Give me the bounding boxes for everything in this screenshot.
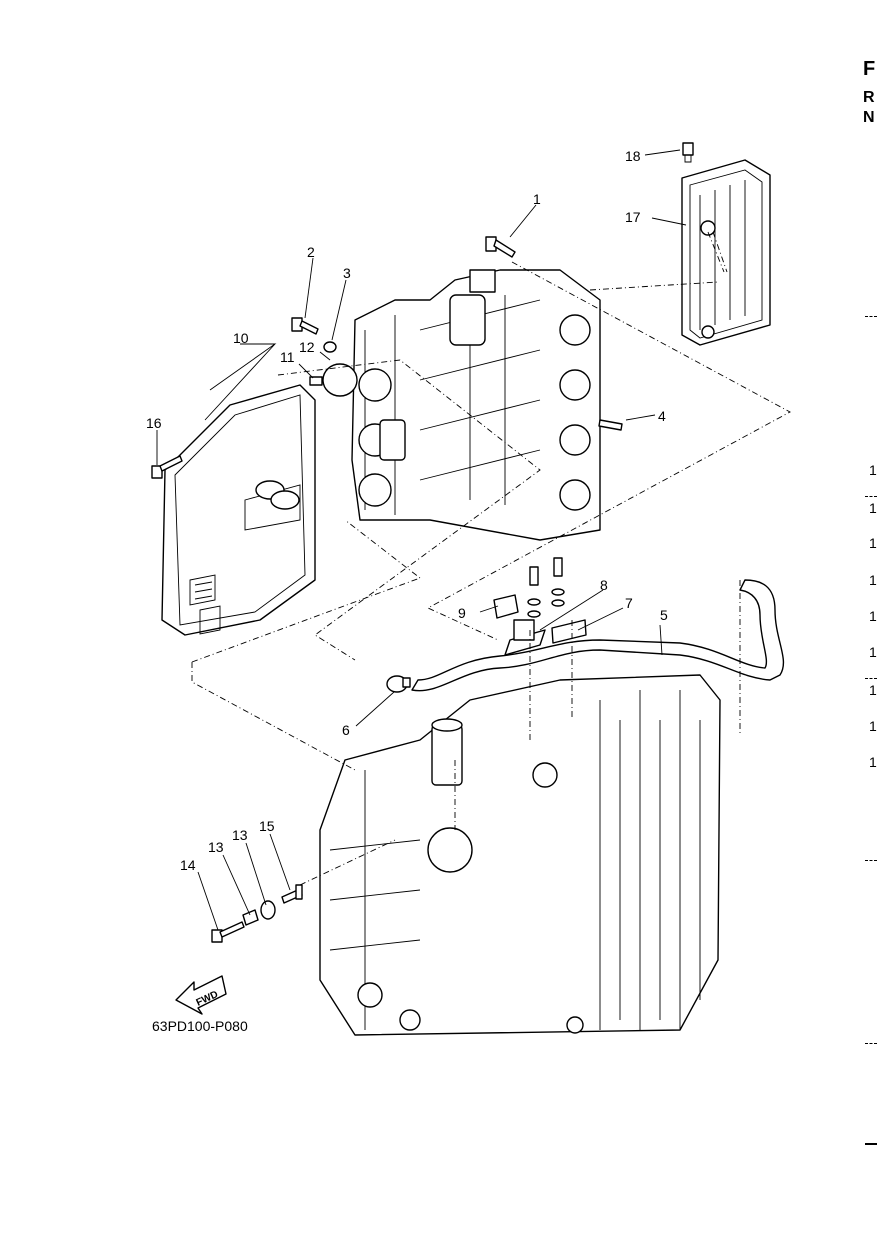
callout-14: 14 <box>180 857 196 873</box>
callout-13a: 13 <box>208 839 224 855</box>
exhaust-cover <box>161 384 316 636</box>
pin-4 <box>598 419 623 431</box>
callout-4: 4 <box>658 408 666 424</box>
bolts-washers <box>527 557 565 618</box>
cylinder-head <box>351 269 601 541</box>
figure-code: 63PD100-P080 <box>152 1018 248 1034</box>
edge-number: 1 <box>869 500 877 516</box>
cylinder-block <box>319 674 721 1036</box>
bolt-14 <box>211 921 245 943</box>
callout-6: 6 <box>342 722 350 738</box>
callout-2: 2 <box>307 244 315 260</box>
edge-dash <box>865 1043 877 1044</box>
callout-5: 5 <box>660 607 668 623</box>
reference-lines <box>191 231 791 886</box>
o-ring-3 <box>323 341 337 353</box>
callout-16: 16 <box>146 415 162 431</box>
edge-rule <box>865 1143 877 1145</box>
callout-9: 9 <box>458 605 466 621</box>
fwd-arrow-icon: FWD <box>175 975 227 1015</box>
callout-15: 15 <box>259 818 275 834</box>
callout-7: 7 <box>625 595 633 611</box>
bolt-2 <box>291 317 319 335</box>
collar-13a <box>242 909 259 926</box>
bolt-18 <box>682 142 694 163</box>
bolt-15 <box>281 884 303 904</box>
hose-clamp-6 <box>386 675 411 693</box>
callout-18: 18 <box>625 148 641 164</box>
edge-number: 1 <box>869 718 877 734</box>
edge-dash <box>865 496 877 497</box>
cover-plate <box>681 159 771 346</box>
dowel-11 <box>309 376 323 386</box>
edge-dash <box>865 316 877 317</box>
callout-10: 10 <box>233 330 249 346</box>
callout-17: 17 <box>625 209 641 225</box>
gasket-12 <box>322 363 358 397</box>
edge-letter-n: N <box>863 109 875 126</box>
edge-number: 1 <box>869 462 877 478</box>
edge-dash <box>865 860 877 861</box>
collar-13b <box>260 900 276 920</box>
hose-5 <box>411 579 785 692</box>
leader-lines <box>156 149 687 931</box>
edge-letter-r: R <box>863 89 875 106</box>
edge-number: 1 <box>869 754 877 770</box>
bolt-1 <box>485 236 516 258</box>
edge-dash <box>865 678 877 679</box>
clamp-bracket-9 <box>493 594 519 619</box>
callout-13b: 13 <box>232 827 248 843</box>
callout-3: 3 <box>343 265 351 281</box>
edge-letter-f: F <box>863 58 876 80</box>
edge-number: 1 <box>869 682 877 698</box>
callout-1: 1 <box>533 191 541 207</box>
holder-8 <box>504 619 546 656</box>
edge-number: 1 <box>869 535 877 551</box>
holder-7 <box>551 619 587 644</box>
callout-12: 12 <box>299 339 315 355</box>
edge-number: 1 <box>869 572 877 588</box>
callouts: 1 2 3 4 5 6 7 8 9 10 11 12 13 13 14 15 1… <box>146 148 668 873</box>
edge-number: 1 <box>869 644 877 660</box>
bolt-16 <box>151 455 183 479</box>
edge-number: 1 <box>869 608 877 624</box>
callout-8: 8 <box>600 577 608 593</box>
callout-11: 11 <box>280 349 295 365</box>
